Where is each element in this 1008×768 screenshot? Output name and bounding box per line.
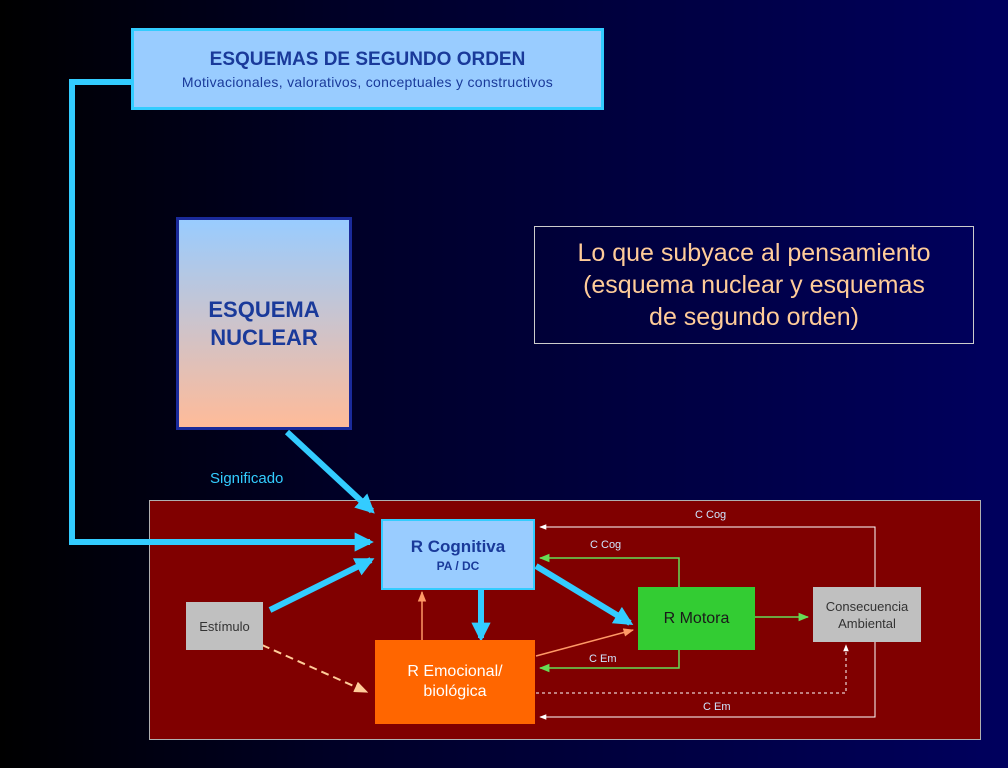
label-c-em-inner: C Em xyxy=(589,653,617,665)
label-c-cog-inner: C Cog xyxy=(590,539,622,551)
subyace-line2: (esquema nuclear y esquemas xyxy=(583,271,925,299)
label-c-cog-outer: C Cog xyxy=(695,509,727,521)
label-c-em-outer: C Em xyxy=(703,701,731,713)
segundo-orden-subtitle: Motivacionales, valorativos, conceptuale… xyxy=(181,73,554,90)
estimulo-box: Estímulo xyxy=(186,602,263,650)
subyace-line1: Lo que subyace al pensamiento xyxy=(577,239,931,267)
arrow-cognitiva-to-motora xyxy=(534,563,634,626)
arrow-consecuencia-cem xyxy=(539,642,876,720)
r-cognitiva-subtitle: PA / DC xyxy=(436,558,480,573)
consecuencia-line2: Ambiental xyxy=(838,615,896,631)
esquema-nuclear-box: ESQUEMA NUCLEAR xyxy=(176,217,352,430)
r-motora-label: R Motora xyxy=(663,609,730,627)
esquema-nuclear-line2: NUCLEAR xyxy=(210,324,318,350)
r-emocional-line2: biológica xyxy=(423,683,487,700)
significado-label: Significado xyxy=(210,470,284,487)
r-emocional-line1: R Emocional/ xyxy=(407,663,503,680)
arrow-emocional-to-motora xyxy=(535,628,635,657)
arrow-motora-cem xyxy=(538,650,680,673)
r-emocional-box: R Emocional/ biológica xyxy=(375,640,535,724)
consecuencia-line1: Consecuencia xyxy=(825,598,909,614)
arrow-motora-ccog xyxy=(538,553,680,587)
r-cognitiva-title: R Cognitiva xyxy=(410,536,506,556)
arrow-emocional-to-consecuencia xyxy=(536,644,849,694)
consecuencia-box: Consecuencia Ambiental xyxy=(813,587,921,642)
segundo-orden-box: ESQUEMAS DE SEGUNDO ORDEN Motivacionales… xyxy=(131,28,604,110)
subyace-line3: de segundo orden) xyxy=(649,303,859,331)
loop-segundo-to-cognitiva xyxy=(69,79,374,552)
esquema-nuclear-line1: ESQUEMA xyxy=(208,296,320,322)
arrow-estimulo-to-emocional xyxy=(261,644,369,693)
segundo-orden-title: ESQUEMAS DE SEGUNDO ORDEN xyxy=(209,48,526,70)
arrow-nuclear-to-cognitiva xyxy=(284,429,375,514)
estimulo-label: Estímulo xyxy=(199,618,250,634)
arrow-estimulo-to-cognitiva xyxy=(268,557,375,613)
arrow-consecuencia-ccog xyxy=(539,524,876,587)
r-motora-box: R Motora xyxy=(638,587,755,650)
subyace-caption: Lo que subyace al pensamiento (esquema n… xyxy=(534,226,974,344)
r-cognitiva-box: R Cognitiva PA / DC xyxy=(381,519,535,590)
